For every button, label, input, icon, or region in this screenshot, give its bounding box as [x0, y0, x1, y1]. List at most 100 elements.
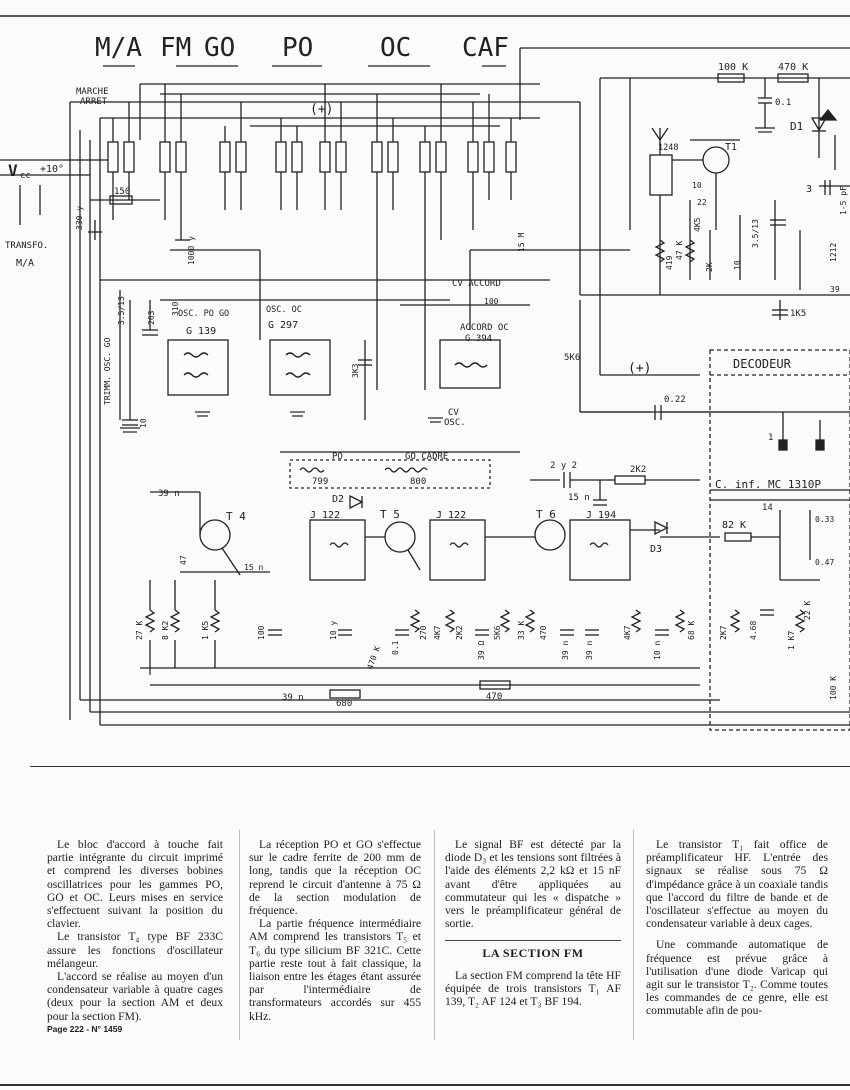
circuit-schematic: M/A FM GO PO OC CAF MARCHE ARRET V cc +1… — [0, 15, 850, 731]
label-330y: 330 y — [75, 206, 84, 230]
paragraph: La réception PO et GO s'effectue sur le … — [249, 838, 421, 918]
paragraph: L'accord se réalise au moyen d'un conden… — [47, 970, 223, 1023]
label-47k: 47 K — [675, 241, 684, 260]
label-39n-3: 39 n — [561, 641, 570, 660]
label-transfo: TRANSFO. — [5, 241, 48, 251]
column-divider-1 — [239, 830, 240, 1040]
label-39n-4: 39 n — [585, 641, 594, 660]
label-10n: 10 n — [653, 641, 662, 660]
label-3k3: 3K3 — [351, 363, 360, 378]
label-vcc-val: +10° — [40, 164, 64, 175]
keyboard-label-po: PO — [282, 33, 313, 63]
label-15n-t4: 15 n — [244, 563, 263, 572]
label-plus-2: (+) — [628, 361, 651, 376]
label-1k7: 1 K7 — [787, 631, 796, 650]
label-cv-accord: CV ACCORD — [452, 279, 501, 289]
article-column-2: La réception PO et GO s'effectue sur le … — [249, 838, 421, 1023]
label-d2: D2 — [332, 494, 344, 505]
label-t1: T1 — [725, 142, 737, 153]
label-circuit-integre: C. inf. MC 1310P — [715, 478, 821, 491]
label-1212: 1212 — [829, 243, 838, 262]
label-10-t1: 10 — [692, 181, 702, 190]
label-8k2: 8 K2 — [161, 621, 170, 640]
label-osc: OSC. — [444, 418, 466, 428]
column-divider-3 — [633, 830, 634, 1040]
label-10-c: 10 — [139, 418, 148, 428]
label-800: 800 — [410, 477, 426, 487]
label-263: 263 — [147, 310, 156, 325]
label-j122-a: J 122 — [310, 510, 340, 521]
label-0-22: 0.22 — [664, 395, 686, 405]
label-osc-oc: OSC. OC — [266, 305, 302, 315]
label-470-b: 470 — [539, 625, 548, 640]
label-transfo-ma: M/A — [16, 258, 34, 269]
label-68k: 68 K — [687, 621, 696, 640]
paragraph: Le transistor T₄ type BF 233C assure les… — [47, 930, 223, 970]
label-82k: 82 K — [722, 520, 746, 531]
label-1k5: 1K5 — [790, 309, 806, 319]
label-trimm: TRIMM. OSC. GO — [103, 337, 112, 405]
label-100k-top: 100 K — [718, 62, 748, 73]
label-100k-b: 100 K — [829, 676, 838, 700]
label-marche: MARCHE — [76, 87, 109, 97]
label-5k6-a: 5K6 — [493, 625, 502, 640]
label-39: 39 — [830, 285, 840, 294]
label-47: 47 — [179, 555, 188, 565]
label-150: 150 — [114, 187, 130, 197]
bottom-rule — [0, 1084, 850, 1086]
label-t4: T 4 — [226, 510, 246, 523]
label-22: 22 — [697, 198, 707, 207]
label-accord-oc: ACCORD OC — [460, 323, 509, 333]
label-plus-1: (+) — [310, 102, 333, 117]
keyboard-label-caf: CAF — [462, 33, 509, 63]
label-4k7-a: 4K7 — [433, 625, 442, 640]
label-470k: 470 K — [365, 645, 382, 671]
label-470-c: 470 — [486, 692, 502, 702]
label-39n-5: 39 n — [282, 693, 304, 703]
label-27k: 27 K — [135, 621, 144, 640]
label-14: 14 — [762, 503, 773, 513]
label-4k5: 4K5 — [693, 217, 702, 232]
label-10y: 10 y — [329, 621, 338, 640]
label-100-b: 100 — [484, 297, 499, 306]
label-cv: CV — [448, 408, 459, 418]
label-decodeur: DECODEUR — [733, 357, 792, 371]
label-39n: 39 n — [158, 489, 180, 499]
top-text-rule — [30, 766, 850, 767]
label-1-5pf: 1-5 pF — [839, 186, 848, 215]
label-arret: ARRET — [80, 97, 108, 107]
label-39-ohm: 39 Ω — [477, 641, 486, 660]
paragraph: Une commande automatique de fréquence es… — [646, 938, 828, 1018]
label-419: 419 — [665, 255, 674, 270]
label-680: 680 — [336, 699, 352, 709]
label-1000y: 1000 y — [187, 236, 196, 265]
label-vcc-sub: cc — [20, 171, 31, 181]
label-g394: G 394 — [465, 334, 492, 344]
label-310: 310 — [171, 301, 180, 316]
label-1k5-b: 1 K5 — [201, 621, 210, 640]
label-270: 270 — [419, 625, 428, 640]
paragraph: La partie fréquence intermédiaire AM com… — [249, 917, 421, 1023]
label-g139: G 139 — [186, 326, 216, 337]
paragraph: La section FM comprend la tête HF équipé… — [445, 968, 621, 1009]
label-g297: G 297 — [268, 320, 298, 331]
label-3-5-13-left: 3.5/13 — [117, 296, 126, 325]
label-33k: 33 K — [517, 621, 526, 640]
label-2k: 2K — [705, 262, 714, 272]
article-column-4: Le transistor T₁ fait office de préampli… — [646, 838, 828, 1018]
label-22k: 22 K — [803, 601, 812, 620]
page-footer: Page 222 - N° 1459 — [47, 1024, 123, 1034]
label-1248: 1248 — [658, 143, 678, 153]
label-t6: T 6 — [536, 508, 556, 521]
label-5k6-b: 5K6 — [564, 353, 580, 363]
label-d1: D1 — [790, 120, 803, 133]
article-column-3: Le signal BF est détecté par la diode D₃… — [445, 838, 621, 1008]
label-4k7-b: 4K7 — [623, 625, 632, 640]
label-15n: 15 n — [568, 493, 590, 503]
article-column-1: Le bloc d'accord à touche fait partie in… — [47, 838, 223, 1023]
label-po-cadre: PO — [332, 452, 343, 462]
paragraph: Le signal BF est détecté par la diode D₃… — [445, 838, 621, 931]
label-2k7: 2K7 — [719, 625, 728, 640]
label-4-68: 4.68 — [749, 621, 758, 640]
label-3-5-13-right: 3.5/13 — [751, 219, 760, 248]
